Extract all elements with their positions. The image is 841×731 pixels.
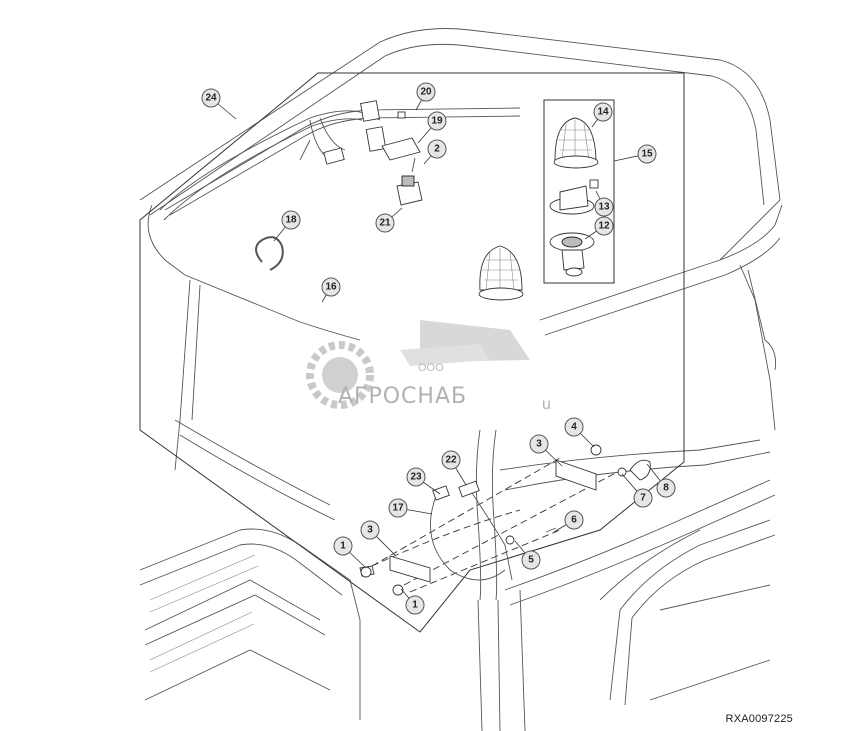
callout-bubble [564, 417, 584, 437]
callout-number: 19 [431, 116, 443, 127]
callout-bubble [441, 450, 461, 470]
callout-number: 17 [392, 503, 404, 514]
callout-23: 23 [406, 467, 441, 495]
callout-bubble [656, 478, 676, 498]
callout-bubble [529, 434, 549, 454]
callout-number: 3 [536, 439, 542, 450]
callout-number: 4 [571, 422, 577, 433]
reference-code: RXA0097225 [725, 713, 793, 725]
beacon-assembled [478, 245, 524, 301]
callout-4: 4 [564, 417, 595, 448]
wiring-harness-17 [430, 429, 513, 601]
callout-bubble [375, 213, 395, 233]
callout-3: 3 [360, 520, 396, 556]
callout-number: 6 [571, 515, 577, 526]
callout-bubble [333, 536, 353, 556]
callout-14: 14 [591, 102, 613, 128]
callout-1: 1 [333, 536, 367, 569]
callout-bubble [564, 510, 584, 530]
callout-bubble [594, 216, 614, 236]
callout-3: 3 [529, 434, 563, 467]
callout-bubble [406, 467, 426, 487]
callout-number: 23 [410, 472, 422, 483]
callout-2: 2 [423, 139, 447, 165]
callout-7: 7 [621, 473, 653, 508]
callout-number: 12 [598, 221, 610, 232]
callout-number: 5 [528, 555, 534, 566]
callout-number: 1 [412, 600, 418, 611]
callout-bubble [281, 210, 301, 230]
callout-6: 6 [553, 510, 584, 533]
callout-13: 13 [594, 190, 614, 217]
callout-bubble [405, 595, 425, 615]
callout-number: 14 [597, 107, 609, 118]
callout-1: 1 [400, 588, 425, 615]
wiring-harness-upper [159, 100, 387, 221]
callout-17: 17 [388, 498, 433, 518]
callout-8: 8 [646, 463, 676, 498]
callout-19: 19 [417, 111, 447, 144]
callout-number: 1 [340, 541, 346, 552]
callout-bubble [201, 88, 221, 108]
cab-body [174, 264, 776, 731]
callout-bubble [427, 139, 447, 159]
callout-number: 13 [598, 202, 610, 213]
callout-bubble [594, 197, 614, 217]
callout-number: 22 [445, 455, 457, 466]
mounting-plate-19 [381, 111, 421, 173]
callout-5: 5 [514, 540, 541, 570]
callout-number: 18 [285, 215, 297, 226]
cab-fender [139, 528, 361, 720]
callout-bubble [427, 111, 447, 131]
callout-number: 7 [640, 493, 646, 504]
switch-21 [396, 175, 423, 206]
callout-bubble [360, 520, 380, 540]
callout-15: 15 [613, 144, 657, 164]
callout-number: 24 [205, 93, 217, 104]
callout-24: 24 [201, 88, 237, 120]
beacon-exploded-box [543, 99, 615, 284]
callout-number: 20 [420, 87, 432, 98]
callout-number: 3 [367, 525, 373, 536]
bracket-assembly [359, 444, 651, 596]
detail-frame [139, 72, 685, 633]
callout-bubble [521, 550, 541, 570]
callout-bubble [321, 277, 341, 297]
callout-number: 16 [325, 282, 337, 293]
callout-number: 15 [641, 149, 653, 160]
clip-18 [255, 236, 284, 271]
callout-18: 18 [273, 210, 301, 242]
callout-number: 8 [663, 483, 669, 494]
cab-roof [139, 28, 783, 341]
callout-21: 21 [375, 207, 403, 233]
callout-12: 12 [584, 216, 614, 240]
callout-number: 21 [379, 218, 391, 229]
callout-22: 22 [441, 450, 467, 486]
callout-number: 2 [434, 144, 440, 155]
callout-bubble [388, 498, 408, 518]
callout-bubble [633, 488, 653, 508]
callout-bubble [416, 82, 436, 102]
callout-20: 20 [415, 82, 436, 111]
callout-16: 16 [321, 277, 341, 303]
callout-bubble [593, 102, 613, 122]
callout-bubble [637, 144, 657, 164]
